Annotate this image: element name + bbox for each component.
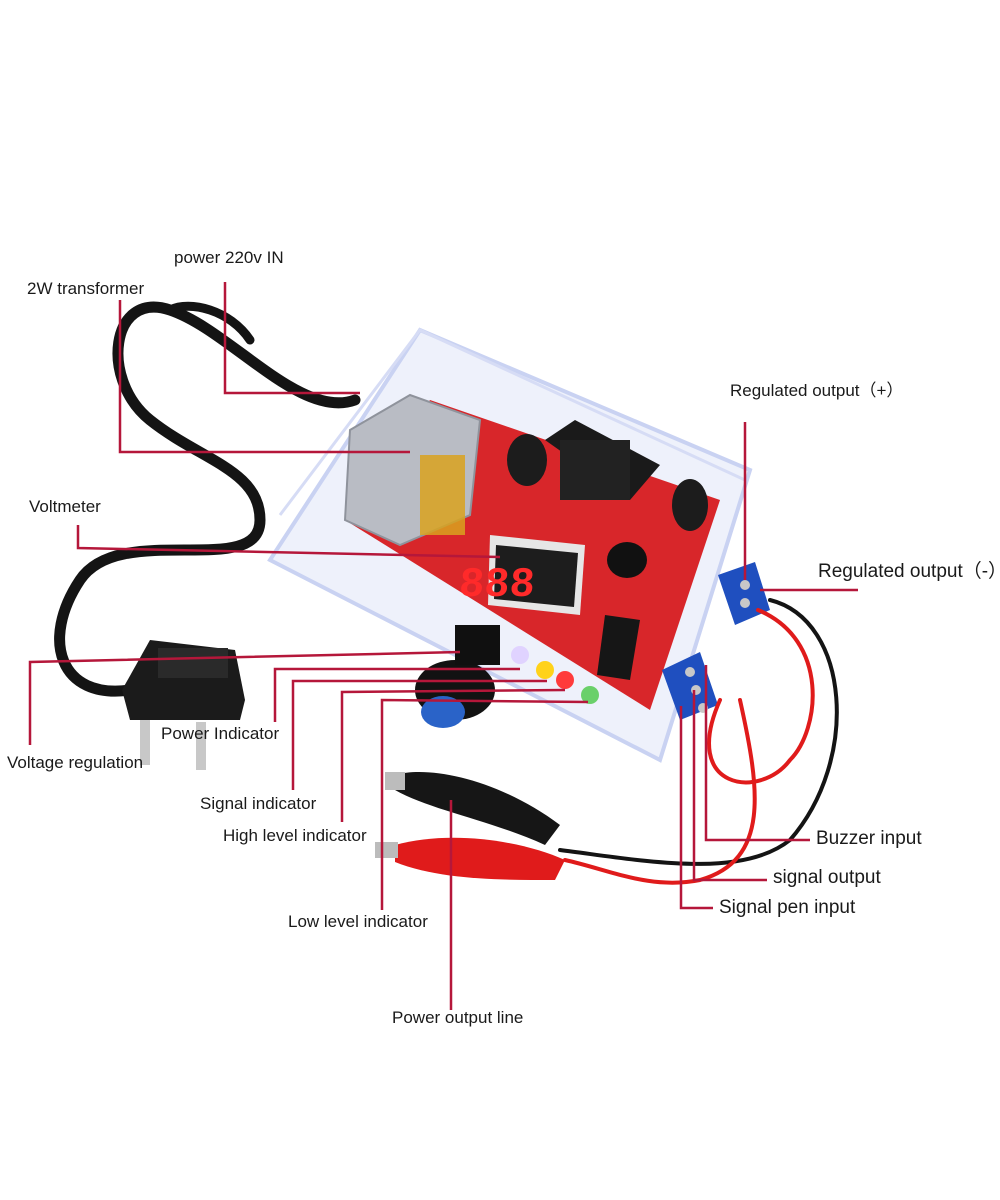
label-transformer: 2W transformer — [27, 279, 145, 298]
seven-segment-display: 888 — [457, 535, 585, 615]
label-signal-pen-input: Signal pen input — [719, 897, 856, 918]
leader-buzzer-input — [704, 665, 810, 842]
leader-signal-pen-input — [679, 706, 713, 910]
alligator-clip-red — [375, 837, 565, 880]
label-signal-indicator: Signal indicator — [200, 794, 317, 813]
label-reg-out-minus: Regulated output（-） — [818, 561, 1000, 582]
display-digits: 888 — [457, 561, 536, 609]
label-reg-out-plus: Regulated output（+） — [730, 381, 904, 400]
alligator-clip-black — [385, 772, 560, 845]
leader-transformer — [118, 300, 410, 454]
ic-chip — [597, 615, 640, 680]
label-signal-output: signal output — [773, 867, 881, 888]
label-buzzer-input: Buzzer input — [816, 828, 922, 849]
label-power-in: power 220v IN — [174, 248, 284, 267]
label-low-level-indicator: Low level indicator — [288, 912, 428, 931]
leader-lines — [28, 282, 858, 1010]
label-voltage-regulation: Voltage regulation — [7, 753, 144, 772]
label-power-output-line: Power output line — [392, 1008, 524, 1027]
transformer — [343, 393, 482, 547]
indicator-leds — [511, 646, 599, 704]
leader-power-indicator — [273, 667, 520, 722]
label-high-level-indicator: High level indicator — [223, 826, 367, 845]
heatsink — [545, 420, 660, 500]
leader-high-level-indicator — [340, 688, 566, 822]
power-cord — [54, 301, 361, 697]
leader-voltage-regulation — [28, 650, 461, 745]
label-power-indicator: Power Indicator — [161, 724, 280, 743]
output-leads — [558, 598, 839, 885]
leader-signal-indicator — [291, 679, 547, 790]
leader-low-level-indicator — [380, 698, 589, 910]
leader-voltmeter — [76, 525, 501, 559]
label-voltmeter: Voltmeter — [29, 497, 101, 516]
leader-signal-output — [692, 690, 767, 882]
capacitors — [507, 434, 708, 578]
leader-power-in — [223, 282, 360, 395]
